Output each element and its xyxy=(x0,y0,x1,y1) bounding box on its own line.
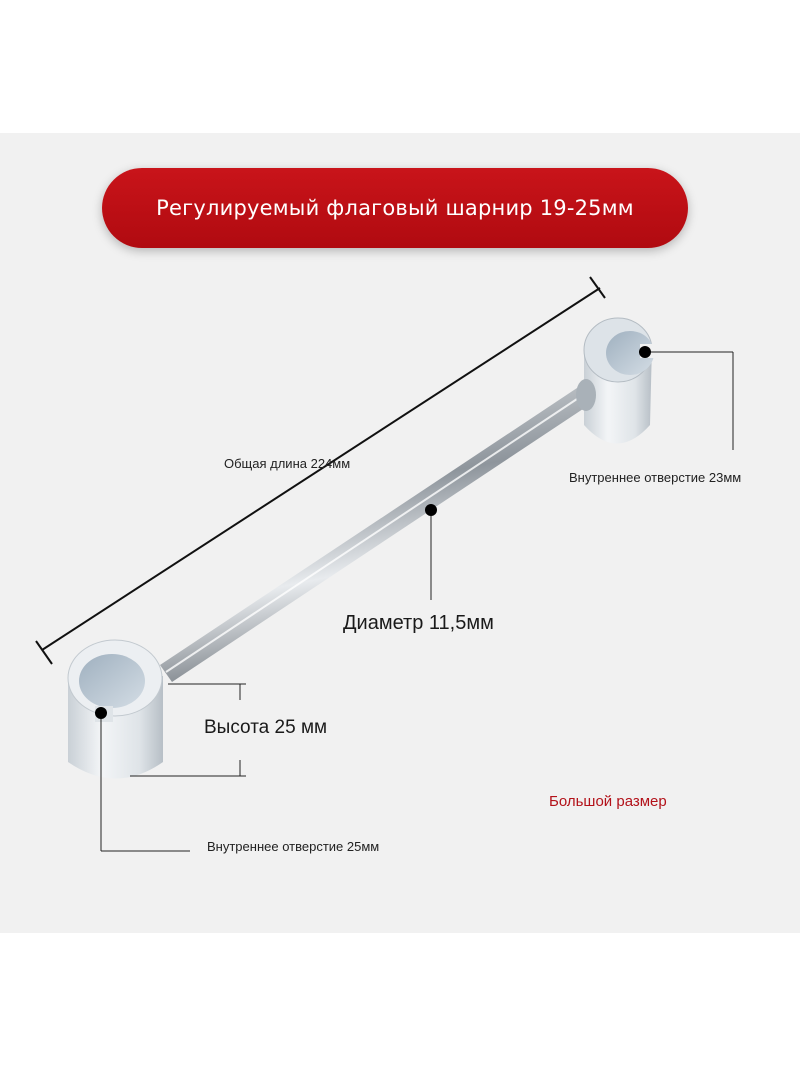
diameter-label: Диаметр 11,5мм xyxy=(343,612,494,634)
hinge-rod xyxy=(160,386,592,682)
title-banner: Регулируемый флаговый шарнир 19-25мм xyxy=(102,168,688,248)
product-background xyxy=(0,133,800,933)
callout-bottom-hole xyxy=(95,707,190,852)
size-note-label: Большой размер xyxy=(549,793,667,810)
banner-title: Регулируемый флаговый шарнир 19-25мм xyxy=(156,196,634,220)
callout-height xyxy=(130,683,246,777)
height-label: Высота 25 мм xyxy=(204,717,328,738)
length-dimension-line xyxy=(35,276,606,665)
total-length-label: Общая длина 224мм xyxy=(224,456,351,471)
bottom-hole-label: Внутреннее отверстие 25мм xyxy=(207,839,380,854)
top-sleeve xyxy=(576,317,658,444)
callout-top-hole xyxy=(639,346,734,450)
top-hole-label: Внутреннее отверстие 23мм xyxy=(569,470,742,485)
callout-diameter xyxy=(425,504,437,600)
bottom-sleeve xyxy=(67,639,163,779)
